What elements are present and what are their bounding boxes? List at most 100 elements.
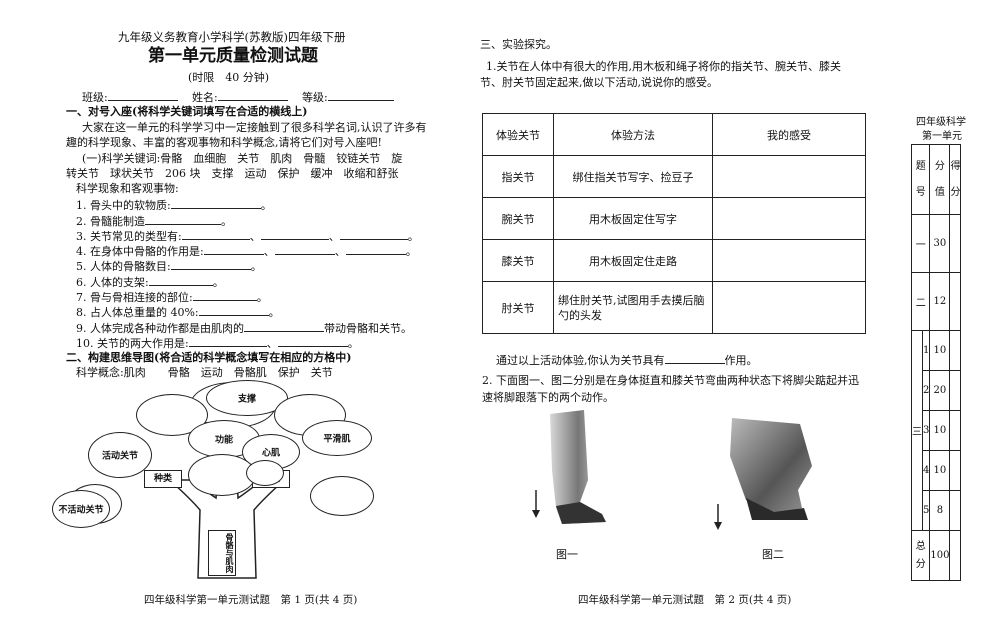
keywords-line1: (一)科学关键词:骨骼 血细胞 关节 肌肉 骨髓 铰链关节 旋 xyxy=(82,152,403,165)
question-7: 7. 骨与骨相连接的部位:。 xyxy=(76,289,268,304)
oval-center-right[interactable] xyxy=(246,460,284,486)
bubble-right-blank[interactable] xyxy=(310,476,374,516)
question-9: 9. 人体完成各种动作都是由肌肉的带动骨骼和关节。 xyxy=(76,320,412,335)
conclusion-line: 通过以上活动体验,你认为关节具有作用。 xyxy=(496,352,758,367)
total-score-input[interactable] xyxy=(949,530,962,581)
cell-score-input[interactable] xyxy=(949,450,962,491)
question-5: 5. 人体的骨骼数目:。 xyxy=(76,258,262,273)
table-row: 肘关节 绑住肘关节,试图用手去摸后脑勺的头发 xyxy=(482,281,866,334)
grade-blank[interactable] xyxy=(327,89,394,101)
section2-title: 二、构建思维导图(将合适的科学概念填写在相应的方格中) xyxy=(66,351,352,364)
table-row: 三 1 10 xyxy=(911,330,962,531)
cell-value: 12 xyxy=(929,272,951,331)
cell-joint: 肘关节 xyxy=(482,281,554,334)
cell-method: 绑住肘关节,试图用手去摸后脑勺的头发 xyxy=(553,281,713,334)
leg-bent-illustration xyxy=(714,418,812,530)
name-label: 姓名: xyxy=(192,91,218,104)
answer-blank[interactable] xyxy=(198,304,269,316)
total-label: 总分 xyxy=(910,530,931,581)
cell-joint: 膝关节 xyxy=(482,239,554,282)
answer-blank[interactable] xyxy=(274,243,335,255)
cell-subquestion: 3 xyxy=(921,410,931,451)
total-row: 总分 100 xyxy=(910,530,962,581)
table-row: 一 30 xyxy=(910,214,962,273)
exam-header: 九年级义务教育小学科学(苏教版)四年级下册 xyxy=(118,30,346,44)
page1-footer: 四年级科学第一单元测试题 第 1 页(共 4 页) xyxy=(144,594,358,606)
grade-label: 等级: xyxy=(302,91,328,104)
answer-blank[interactable] xyxy=(148,274,213,286)
answer-blank[interactable] xyxy=(244,320,324,332)
cell-feeling-input[interactable] xyxy=(712,239,866,282)
score-table: 题号 分值 得分 一 30 二 12 三 1 10 2 20 3 10 xyxy=(910,144,962,581)
bubble-movable-joint: 活动关节 xyxy=(88,432,152,478)
exam-page-2: 三、实验探究。 1.关节在人体中有很大的作用,用木板和绳子将你的指关节、腕关节、… xyxy=(470,0,900,644)
exam-page-1: 九年级义务教育小学科学(苏教版)四年级下册 第一单元质量检测试题 (时限 40 … xyxy=(0,0,460,644)
answer-blank[interactable] xyxy=(277,335,348,347)
answer-blank[interactable] xyxy=(170,258,251,270)
exam-title: 第一单元质量检测试题 xyxy=(148,46,318,66)
answer-blank[interactable] xyxy=(145,213,221,225)
cell-feeling-input[interactable] xyxy=(712,281,866,334)
cell-subquestion: 5 xyxy=(921,490,931,531)
q2-line1: 2. 下面图一、图二分别是在身体挺直和膝关节弯曲两种状态下将脚尖踮起并迅 xyxy=(482,374,859,387)
oval-center-left[interactable] xyxy=(188,454,256,496)
answer-blank[interactable] xyxy=(192,289,257,301)
total-value: 100 xyxy=(929,530,951,581)
name-field: 姓名: xyxy=(192,89,288,105)
header-score: 得分 xyxy=(949,144,962,215)
header-feeling: 我的感受 xyxy=(712,113,866,156)
q1-line2: 节、肘关节固定起来,做以下活动,说说你的感受。 xyxy=(480,76,718,89)
cell-feeling-input[interactable] xyxy=(712,155,866,198)
answer-blank[interactable] xyxy=(203,243,264,255)
table-row: 2 20 xyxy=(912,370,962,411)
class-label: 班级: xyxy=(82,91,108,104)
answer-blank[interactable] xyxy=(260,228,329,240)
section1-title: 一、对号入座(将科学关键词填写在合适的横线上) xyxy=(66,105,308,118)
table-header-row: 体验关节 体验方法 我的感受 xyxy=(482,113,866,156)
cell-score-input[interactable] xyxy=(949,330,962,371)
class-field: 班级: xyxy=(82,89,178,105)
cell-feeling-input[interactable] xyxy=(712,197,866,240)
keywords-line2: 转关节 球状关节 206 块 支撑 运动 保护 缓冲 收缩和舒张 xyxy=(66,167,399,180)
cell-value: 10 xyxy=(929,410,951,451)
intro-line1: 大家在这一单元的科学学习中一定接触到了很多科学名词,认识了许多有 xyxy=(82,121,427,134)
cell-subquestion: 1 xyxy=(921,330,931,371)
q2-line2: 速将脚跟落下的两个动作。 xyxy=(482,391,614,404)
header-value: 分值 xyxy=(929,144,951,215)
figure-2-image xyxy=(712,416,822,536)
answer-blank[interactable] xyxy=(188,335,267,347)
cell-score-input[interactable] xyxy=(949,410,962,451)
cell-method: 用木板固定住写字 xyxy=(553,197,713,240)
cell-section: 三 xyxy=(911,330,923,531)
score-sheet-title-1: 四年级科学 xyxy=(916,117,966,128)
name-blank[interactable] xyxy=(217,89,288,101)
answer-blank[interactable] xyxy=(181,228,250,240)
cell-value: 20 xyxy=(929,370,951,411)
intro-line2: 趣的科学现象、丰富的客观事物和科学概念,请将它们对号入座吧! xyxy=(66,136,382,149)
page2-footer: 四年级科学第一单元测试题 第 2 页(共 4 页) xyxy=(578,594,792,606)
cell-value: 30 xyxy=(929,214,951,273)
cell-subquestion: 2 xyxy=(921,370,931,411)
figure-1-image xyxy=(522,410,612,530)
experiment-table: 体验关节 体验方法 我的感受 指关节 绑住指关节写字、捡豆子 腕关节 用木板固定… xyxy=(482,113,866,334)
cell-score-input[interactable] xyxy=(949,490,962,531)
cell-joint: 指关节 xyxy=(482,155,554,198)
section3-title: 三、实验探究。 xyxy=(480,38,557,51)
figure-1-caption: 图一 xyxy=(556,548,578,561)
answer-blank[interactable] xyxy=(345,243,406,255)
cell-score-input[interactable] xyxy=(949,272,962,331)
answer-blank[interactable] xyxy=(339,228,408,240)
table-row: 膝关节 用木板固定住走路 xyxy=(482,239,866,282)
cell-subquestion: 4 xyxy=(921,450,931,491)
cell-score-input[interactable] xyxy=(949,214,962,273)
score-sheet-title-2: 第一单元 xyxy=(922,131,962,142)
table-row: 指关节 绑住指关节写字、捡豆子 xyxy=(482,155,866,198)
cell-score-input[interactable] xyxy=(949,370,962,411)
class-blank[interactable] xyxy=(107,89,178,101)
question-1: 1. 骨头中的软物质:。 xyxy=(76,197,272,212)
answer-blank[interactable] xyxy=(170,197,261,209)
cell-section: 一 xyxy=(910,214,931,273)
cell-joint: 腕关节 xyxy=(482,197,554,240)
answer-blank[interactable] xyxy=(664,352,725,364)
q1-line1: 1.关节在人体中有很大的作用,用木板和绳子将你的指关节、腕关节、膝关 xyxy=(486,60,841,73)
